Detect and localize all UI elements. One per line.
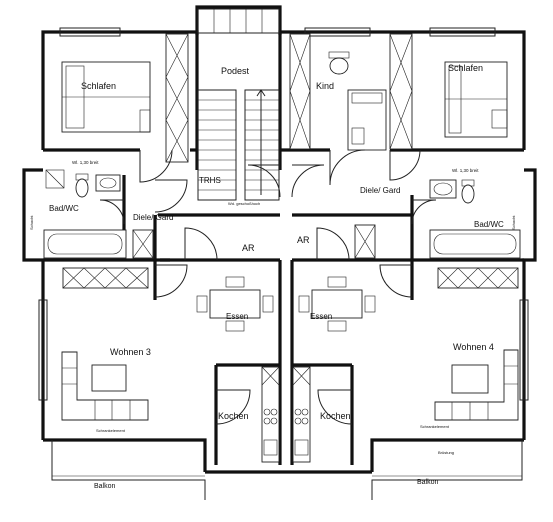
note-window-left: Wl. 1,30 breit bbox=[72, 160, 99, 165]
label-ar-left: AR bbox=[242, 243, 255, 253]
wardrobe-kind bbox=[289, 33, 311, 150]
window-schlafen-left bbox=[59, 27, 121, 37]
bed-kind bbox=[347, 89, 387, 151]
wardrobe-schlafen-right bbox=[389, 33, 413, 150]
note-schrank-left: Schrankelement bbox=[96, 428, 126, 433]
label-essen-right: Essen bbox=[310, 312, 332, 321]
label-trhs: TRHS bbox=[199, 176, 221, 185]
sofa-right bbox=[434, 349, 519, 421]
bath-fixtures-left bbox=[43, 169, 127, 259]
window-schlafen-right bbox=[429, 27, 496, 37]
note-stair: Wd. geschoßhoch bbox=[228, 201, 260, 206]
room-labels: Podest Schlafen Kind Schlafen TRHS Diele… bbox=[49, 63, 504, 490]
windows bbox=[38, 27, 529, 401]
balcony-left bbox=[51, 440, 206, 500]
note-balustrade-right: Brüstung bbox=[438, 450, 454, 455]
label-schlafen-left: Schlafen bbox=[81, 81, 116, 91]
note-schacht-right: Schacht bbox=[511, 215, 516, 230]
kitchen-left bbox=[261, 366, 280, 463]
dining-right bbox=[298, 276, 376, 332]
bed-schlafen-left bbox=[61, 61, 151, 133]
staircase bbox=[197, 8, 280, 201]
wardrobes bbox=[62, 33, 519, 289]
sofa-left bbox=[61, 351, 149, 421]
sideboard-wohnen-right bbox=[437, 267, 519, 289]
dining-left bbox=[196, 276, 274, 332]
label-kochen-right: Kochen bbox=[320, 411, 351, 421]
interior-walls bbox=[43, 148, 524, 465]
note-window-right: Wl. 1,30 breit bbox=[452, 168, 479, 173]
washbasin-kind bbox=[328, 51, 350, 75]
doors bbox=[99, 149, 437, 425]
window-wohnen-right bbox=[519, 299, 529, 401]
label-ar-right: AR bbox=[297, 235, 310, 245]
window-kind bbox=[304, 27, 371, 37]
wardrobe-schlafen-left bbox=[165, 33, 189, 163]
window-wohnen-left bbox=[38, 299, 48, 401]
note-schrank-right: Schrankelement bbox=[420, 424, 450, 429]
label-diele-right: Diele/ Gard bbox=[360, 186, 400, 195]
kitchen-right bbox=[292, 366, 311, 463]
label-balkon-left: Balkon bbox=[94, 483, 116, 490]
annotations: Wl. 1,30 breit Wl. 1,30 breit Wd. gescho… bbox=[29, 160, 516, 455]
label-essen-left: Essen bbox=[226, 312, 248, 321]
bed-schlafen-right bbox=[444, 61, 508, 138]
label-balkon-right: Balkon bbox=[417, 479, 439, 486]
label-diele-left: Diele/ Gard bbox=[133, 213, 173, 222]
label-wohnen-3: Wohnen 3 bbox=[110, 347, 151, 357]
label-wohnen-4: Wohnen 4 bbox=[453, 342, 494, 352]
label-bad-left: Bad/WC bbox=[49, 204, 79, 213]
label-podest: Podest bbox=[221, 66, 250, 76]
exterior-walls bbox=[22, 5, 537, 474]
label-kochen-left: Kochen bbox=[218, 411, 249, 421]
wardrobe-diele-left bbox=[132, 229, 154, 259]
label-schlafen-right: Schlafen bbox=[448, 63, 483, 73]
label-bad-right: Bad/WC bbox=[474, 220, 504, 229]
label-kind: Kind bbox=[316, 81, 334, 91]
wardrobe-diele-right bbox=[354, 224, 376, 259]
balcony-right bbox=[371, 440, 523, 500]
note-schacht-left: Schacht bbox=[29, 215, 34, 230]
sideboard-wohnen-left bbox=[62, 267, 149, 289]
bath-fixtures-right bbox=[429, 179, 521, 259]
